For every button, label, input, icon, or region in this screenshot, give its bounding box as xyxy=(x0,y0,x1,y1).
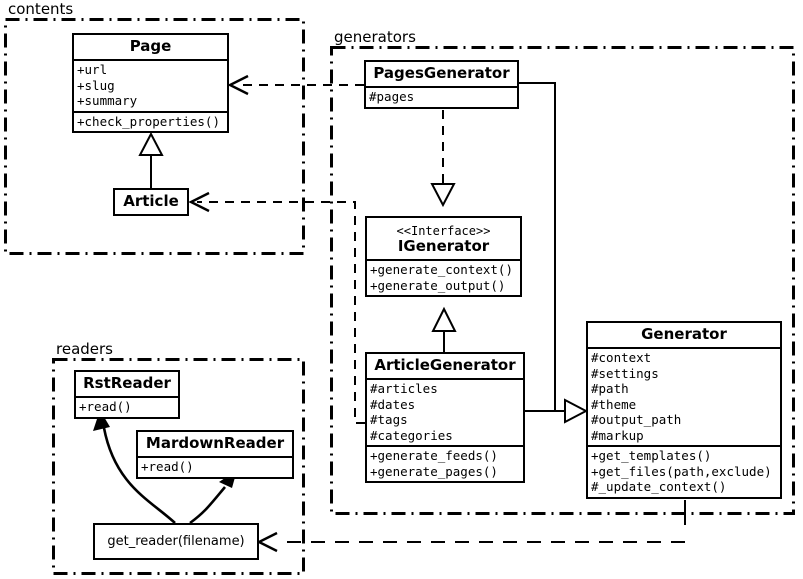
attribute-item: #articles xyxy=(370,381,438,396)
class-name-igenerator: <<Interface>>IGenerator xyxy=(367,218,520,259)
class-box-igenerator[interactable]: <<Interface>>IGenerator+generate_context… xyxy=(365,216,522,297)
attribute-item: #tags xyxy=(370,412,408,427)
class-stereotype-igenerator: <<Interface>> xyxy=(396,224,491,238)
operation-item: +get_templates() xyxy=(591,448,712,463)
attribute-item: #context xyxy=(591,350,652,365)
attribute-item: #path xyxy=(591,381,629,396)
class-title-igenerator: IGenerator xyxy=(397,237,490,255)
class-operations-page: +check_properties() xyxy=(74,110,227,132)
class-name-article-generator: ArticleGenerator xyxy=(374,356,516,374)
operation-item: #_update_context() xyxy=(591,479,727,494)
attribute-item: #dates xyxy=(370,396,416,412)
operation-item: +generate_output() xyxy=(370,277,506,293)
attribute-item: #output_path xyxy=(591,412,682,427)
package-label-generators: generators xyxy=(334,28,416,46)
class-name-pages-generator: PagesGenerator xyxy=(373,64,510,82)
class-box-article[interactable]: Article xyxy=(113,188,189,216)
attribute-item: +slug xyxy=(77,77,115,93)
class-name-page: Page xyxy=(129,37,172,55)
operation-item: +read() xyxy=(79,399,132,414)
attribute-item: +url xyxy=(77,62,108,77)
operation-item: +get_files(path,exclude) xyxy=(591,463,772,479)
class-name-mardown-reader: MardownReader xyxy=(145,434,285,452)
class-attributes-page: +url+slug+summary xyxy=(74,59,227,111)
class-box-page[interactable]: Page +url+slug+summary +check_properties() xyxy=(72,33,229,133)
attribute-item: #categories xyxy=(370,427,453,443)
operation-item: +generate_pages() xyxy=(370,463,498,479)
class-box-mardown-reader[interactable]: MardownReader +read() xyxy=(136,430,294,479)
package-label-contents: contents xyxy=(8,0,74,18)
class-attributes-generator: #context#settings#path#theme#output_path… xyxy=(588,347,780,445)
class-attributes-article-generator: #articles#dates#tags#categories xyxy=(367,378,523,445)
class-operations-rst-reader: +read() xyxy=(76,396,178,417)
attribute-item: +summary xyxy=(77,93,138,108)
package-frame-readers xyxy=(52,358,305,575)
package-frame-contents xyxy=(4,18,305,255)
class-name-article: Article xyxy=(123,192,179,210)
class-attributes-pages-generator: #pages xyxy=(366,86,517,107)
class-name-generator: Generator xyxy=(641,325,727,343)
class-operations-mardown-reader: +read() xyxy=(138,456,292,477)
attribute-item: #theme xyxy=(591,396,637,412)
class-box-rst-reader[interactable]: RstReader +read() xyxy=(74,370,180,419)
class-box-generator[interactable]: Generator #context#settings#path#theme#ou… xyxy=(586,321,782,499)
class-name-rst-reader: RstReader xyxy=(83,374,171,392)
package-label-readers: readers xyxy=(56,340,113,358)
class-operations-generator: +get_templates()+get_files(path,exclude)… xyxy=(588,445,780,497)
class-operations-igenerator: +generate_context()+generate_output() xyxy=(367,259,520,295)
class-operations-article-generator: +generate_feeds()+generate_pages() xyxy=(367,445,523,481)
attribute-item: #markup xyxy=(591,427,644,443)
attribute-item: #settings xyxy=(591,365,659,381)
attribute-item: #pages xyxy=(369,89,415,104)
operation-item: +generate_context() xyxy=(370,262,513,277)
operation-item: +check_properties() xyxy=(77,113,220,129)
operation-item: +read() xyxy=(141,459,194,474)
package-frame-generators xyxy=(330,46,795,515)
class-box-pages-generator[interactable]: PagesGenerator #pages xyxy=(364,60,519,109)
function-box-get-reader[interactable]: get_reader(filename) xyxy=(93,523,259,560)
operation-item: +generate_feeds() xyxy=(370,448,498,463)
class-box-article-generator[interactable]: ArticleGenerator #articles#dates#tags#cat… xyxy=(365,352,525,483)
